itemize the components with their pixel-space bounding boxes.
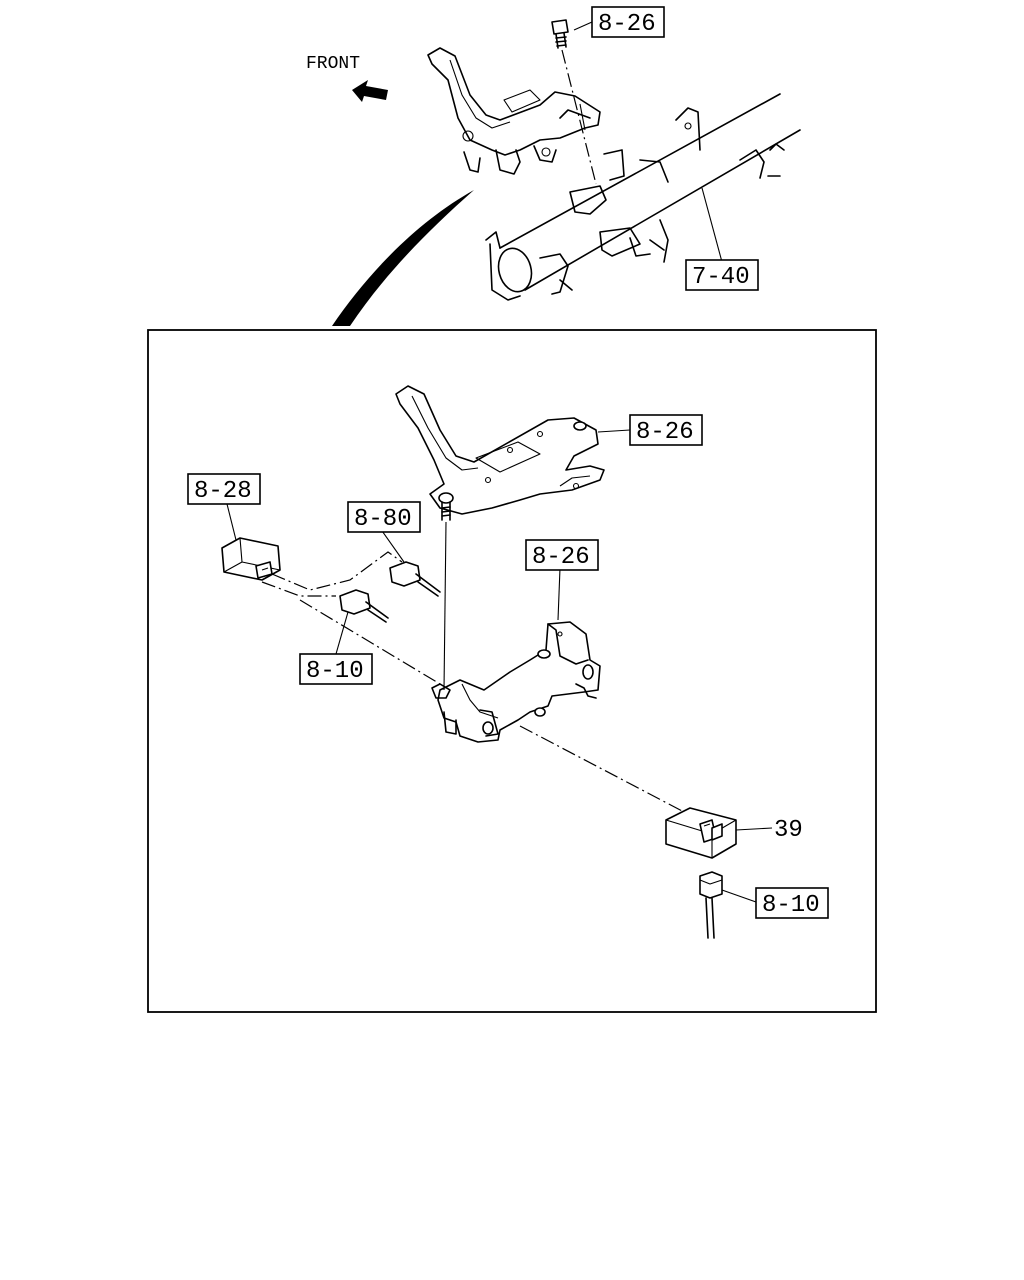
detail-bolt: [438, 492, 454, 521]
callout-connector-upper: 8-80: [347, 501, 421, 533]
wire-line-mid: [261, 581, 336, 597]
relay-part-number: 39: [774, 817, 803, 844]
callout-top-bolt: 8-26: [591, 6, 665, 38]
callout-leader: [225, 499, 237, 541]
relay-left: [221, 537, 281, 581]
overview-bracket: [427, 47, 601, 175]
svg-text:8-80: 8-80: [354, 506, 412, 533]
svg-text:8-10: 8-10: [762, 892, 820, 919]
svg-text:8-26: 8-26: [636, 419, 694, 446]
svg-text:8-10: 8-10: [306, 658, 364, 685]
relay-39: [665, 807, 737, 859]
callout-leader: [573, 21, 593, 31]
bolt-leader-overview: [561, 49, 597, 185]
callout-leader: [379, 527, 405, 563]
connector-upper: [389, 561, 441, 597]
callout-leader: [597, 429, 631, 433]
front-arrow-icon: [352, 80, 388, 102]
detail-arrow: [332, 190, 474, 326]
bracket-lower: [431, 621, 601, 743]
front-indicator: FRONT: [306, 54, 388, 102]
bolt-leader-detail: [443, 521, 447, 691]
callout-crossmember: 7-40: [685, 259, 759, 291]
svg-text:7-40: 7-40: [692, 264, 750, 291]
top-bolt: [551, 19, 569, 49]
connector-bottom: [699, 871, 723, 939]
svg-text:8-26: 8-26: [598, 11, 656, 38]
connector-lower: [339, 589, 389, 623]
callout-connector-bottom: 8-10: [755, 887, 829, 919]
detail-bracket-upper: [395, 385, 605, 515]
crossmember-leader: [701, 187, 723, 263]
svg-text:8-26: 8-26: [532, 544, 590, 571]
crossmember-tube: [485, 93, 801, 301]
callout-bracket-lower: 8-26: [525, 539, 599, 571]
callout-detail-bracket-upper: 8-26: [629, 414, 703, 446]
wire-line-relay-39: [519, 725, 685, 813]
detail-frame: [147, 329, 877, 1013]
callout-leader: [557, 567, 561, 621]
front-label: FRONT: [306, 54, 360, 74]
callout-relay-left: 8-28: [187, 473, 261, 505]
callout-leader: [335, 611, 349, 655]
callout-leader: [721, 889, 757, 903]
wire-line-upper: [271, 551, 403, 591]
wire-line-lower: [299, 599, 451, 691]
callout-leader: [735, 827, 773, 831]
callout-connector-lower: 8-10: [299, 653, 373, 685]
svg-text:8-28: 8-28: [194, 478, 252, 505]
